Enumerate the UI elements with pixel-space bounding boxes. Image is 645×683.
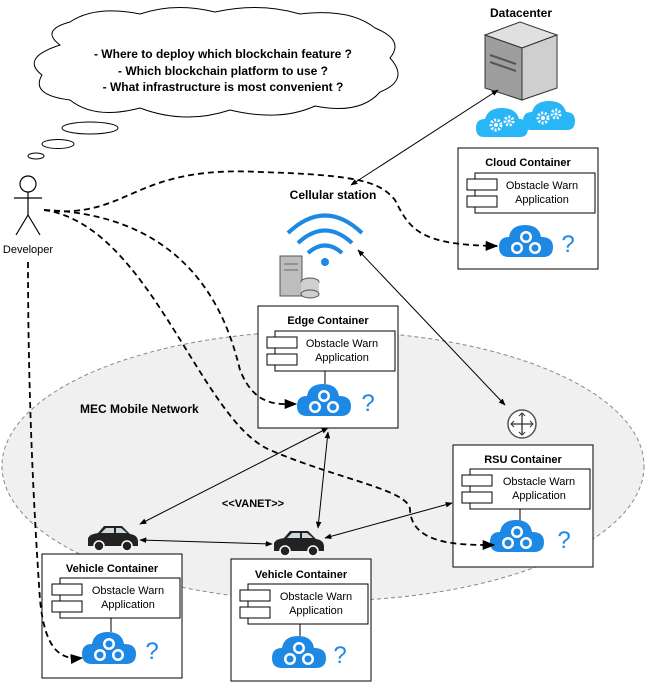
vehicle-left-app-line1: Obstacle Warn	[92, 585, 164, 597]
link-cellular-datacenter	[350, 89, 499, 186]
link-car-car	[139, 537, 273, 547]
deploy-to-cloud	[43, 170, 499, 251]
component-icon	[266, 330, 396, 372]
edge-container: Edge Container Obstacle Warn Application…	[257, 305, 399, 429]
cloud-question-mark: ?	[561, 231, 574, 258]
deploy-to-edge	[43, 209, 298, 410]
component-icon	[239, 583, 369, 625]
edge-app-line1: Obstacle Warn	[306, 338, 378, 350]
vehicle-mid-question-mark: ?	[333, 642, 346, 669]
rsu-app-line2: Application	[512, 490, 566, 502]
component-icon	[466, 172, 596, 214]
cloud-container-title: Cloud Container	[485, 157, 571, 169]
vehicle-left-app-line2: Application	[101, 599, 155, 611]
cloud-container: Cloud Container Obstacle Warn Applicatio…	[457, 147, 599, 270]
edge-container-title: Edge Container	[287, 315, 369, 327]
vehicle-container-mid: Vehicle Container Obstacle Warn Applicat…	[230, 558, 372, 682]
cloud-gear-icon	[474, 106, 530, 139]
deployment-arrows	[27, 170, 499, 665]
router-icon	[507, 409, 537, 439]
vehicle-mid-app-line2: Application	[289, 605, 343, 617]
vehicle-left-title: Vehicle Container	[66, 563, 159, 575]
vehicle-container-left: Vehicle Container Obstacle Warn Applicat…	[41, 553, 183, 679]
vehicle-mid-app-line1: Obstacle Warn	[280, 591, 352, 603]
server-icon	[483, 21, 559, 101]
network-links	[139, 89, 506, 547]
developer-label: Developer	[3, 244, 53, 256]
cloud-app-line1: Obstacle Warn	[506, 180, 578, 192]
person-icon	[14, 175, 42, 236]
component-icon	[461, 468, 591, 510]
rsu-app-line1: Obstacle Warn	[503, 476, 575, 488]
thought-cloud	[27, 6, 399, 160]
datacenter-label: Datacenter	[490, 6, 552, 20]
rsu-question-mark: ?	[557, 527, 570, 554]
deploy-to-vehicle	[27, 261, 84, 665]
edge-app-line2: Application	[315, 352, 369, 364]
thought-line-3: - What infrastructure is most convenient…	[103, 80, 344, 94]
rsu-container: RSU Container Obstacle Warn Application …	[452, 444, 594, 568]
deploy-to-rsu	[43, 209, 496, 551]
vehicle-left-question-mark: ?	[145, 638, 158, 665]
rsu-container-title: RSU Container	[484, 454, 562, 466]
thought-line-2: - Which blockchain platform to use ?	[118, 64, 328, 78]
server-icon	[279, 255, 320, 299]
wifi-icon	[286, 213, 364, 266]
link-edge-car-mid	[315, 431, 331, 529]
link-edge-car-left	[139, 427, 329, 525]
edge-question-mark: ?	[361, 390, 374, 417]
vanet-label: <<VANET>>	[222, 498, 284, 510]
link-car-rsu	[324, 501, 453, 540]
vehicle-mid-title: Vehicle Container	[255, 569, 348, 581]
cloud-app-line2: Application	[515, 194, 569, 206]
thought-line-1: - Where to deploy which blockchain featu…	[94, 47, 352, 61]
mec-network-label: MEC Mobile Network	[80, 402, 199, 416]
component-icon	[51, 577, 181, 619]
cellular-station-label: Cellular station	[290, 188, 377, 202]
link-cellular-rsu	[357, 249, 506, 406]
cloud-gear-icon	[521, 99, 577, 132]
